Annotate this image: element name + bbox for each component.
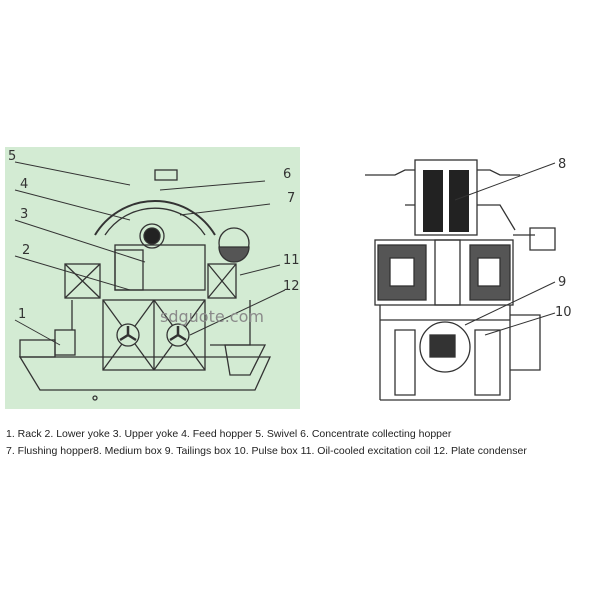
label-1: 1 bbox=[18, 307, 26, 322]
left-part-labels: 5 4 3 2 1 6 7 11 12 sdguote.com bbox=[8, 149, 300, 326]
left-callout-lines bbox=[14, 161, 286, 346]
right-callout-lines bbox=[454, 162, 556, 336]
label-8: 8 bbox=[558, 157, 566, 172]
label-3: 3 bbox=[20, 207, 28, 222]
right-part-labels: 8 9 10 bbox=[555, 157, 572, 320]
label-2: 2 bbox=[22, 243, 30, 258]
label-11: 11 bbox=[283, 253, 300, 268]
left-diagram-background bbox=[5, 147, 300, 409]
label-4: 4 bbox=[20, 177, 28, 192]
label-9: 9 bbox=[558, 275, 566, 290]
label-10: 10 bbox=[555, 305, 572, 320]
label-7: 7 bbox=[287, 191, 295, 206]
label-5: 5 bbox=[8, 149, 16, 164]
left-machine-diagram bbox=[5, 147, 300, 409]
diagram-canvas: 5 4 3 2 1 6 7 11 12 sdguote.com 8 9 bbox=[5, 147, 572, 409]
caption-line-1: 1. Rack 2. Lower yoke 3. Upper yoke 4. F… bbox=[6, 428, 452, 440]
label-6: 6 bbox=[283, 167, 291, 182]
right-machine-diagram bbox=[365, 159, 556, 401]
caption-line-2: 7. Flushing hopper8. Medium box 9. Taili… bbox=[6, 445, 527, 457]
watermark: sdguote.com bbox=[160, 307, 264, 326]
label-12: 12 bbox=[283, 279, 300, 294]
